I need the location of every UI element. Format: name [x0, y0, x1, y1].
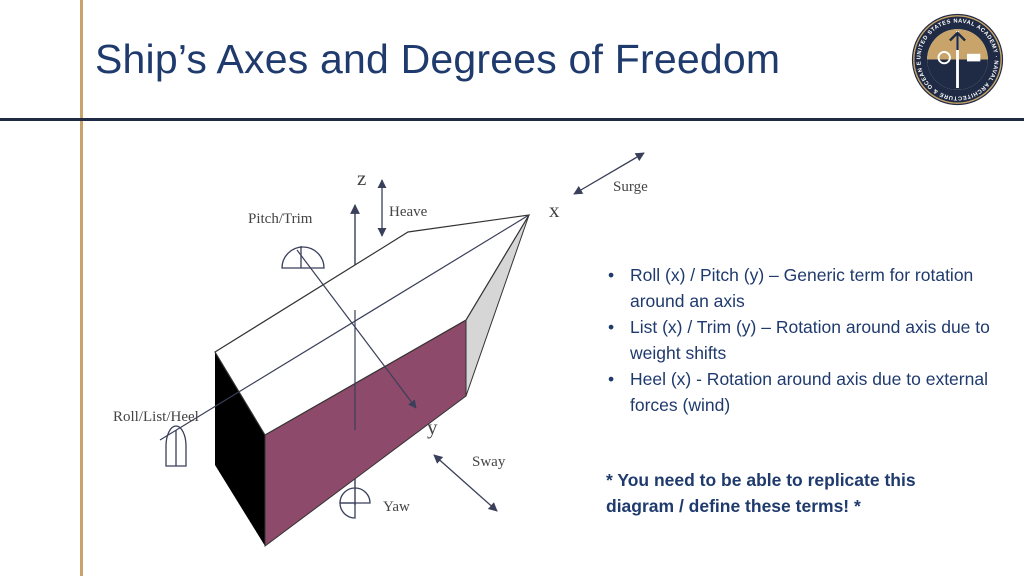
roll-list-heel-label: Roll/List/Heel: [113, 409, 199, 425]
y-axis-line: [296, 249, 417, 409]
x-axis-line: [159, 214, 530, 441]
usna-seal-logo: UNITED STATES NAVAL ACADEMY · NAVAL ARCH…: [910, 12, 1004, 106]
replicate-note: * You need to be able to replicate this …: [606, 470, 916, 516]
list-item-heel: Heel (x) - Rotation around axis due to e…: [606, 366, 996, 418]
hull-stern-face: [215, 352, 265, 546]
pitch-rotation-icon: [281, 246, 325, 269]
surge-label: Surge: [613, 179, 648, 195]
slide-title: Ship’s Axes and Degrees of Freedom: [95, 36, 781, 82]
definitions-list: Roll (x) / Pitch (y) – Generic term for …: [606, 262, 996, 418]
y-axis-label: y: [427, 415, 438, 439]
header-divider: [0, 118, 1024, 121]
roll-rotation-icon: [165, 425, 187, 467]
sway-label: Sway: [472, 454, 506, 470]
vertical-accent-line: [80, 0, 83, 576]
x-axis-label: x: [549, 198, 560, 222]
surge-arrow: [573, 152, 645, 195]
yaw-rotation-icon: [339, 487, 371, 519]
yaw-label: Yaw: [383, 499, 410, 515]
list-item-roll-pitch: Roll (x) / Pitch (y) – Generic term for …: [606, 262, 996, 314]
hull-deck-face: [214, 214, 531, 436]
heave-label: Heave: [389, 204, 428, 220]
pitch-trim-label: Pitch/Trim: [248, 211, 313, 227]
z-axis-label: z: [357, 166, 366, 190]
sway-arrow: [433, 454, 498, 512]
list-item-list-trim: List (x) / Trim (y) – Rotation around ax…: [606, 314, 996, 366]
